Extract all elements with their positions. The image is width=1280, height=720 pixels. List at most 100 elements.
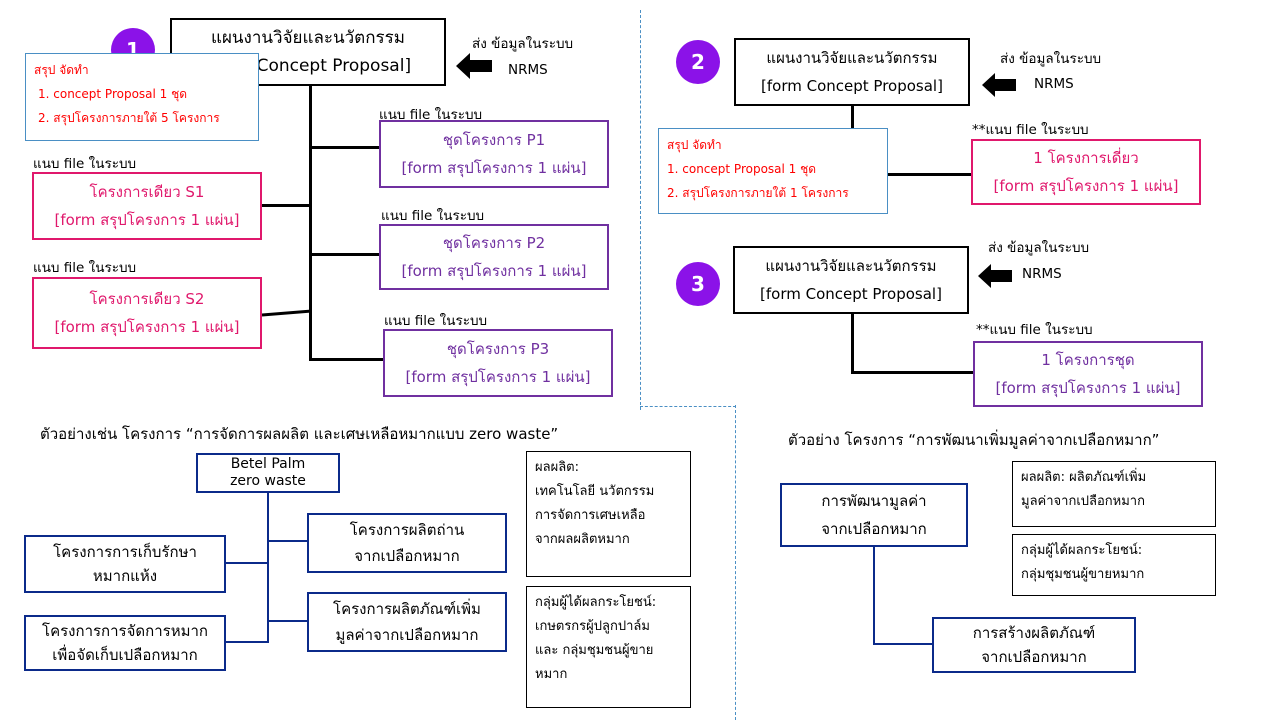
divider-horizontal [640, 406, 736, 407]
connector [267, 540, 307, 542]
nrms-text-1: NRMS [508, 62, 548, 78]
single-project-title: 1 โครงการเดี่ยว [1033, 149, 1139, 167]
main-title: แผนงานวิจัยและนวัตกรรม [211, 28, 405, 48]
connector [262, 309, 312, 317]
nrms-text-3: NRMS [1022, 266, 1062, 282]
beneficiary-line: กลุ่มชุมชนผู้ขายหมาก [1021, 567, 1145, 582]
connector [309, 86, 312, 361]
set-project-box: 1 โครงการชุด [form สรุปโครงการ 1 แผ่น] [973, 341, 1203, 407]
example1-left2-box: โครงการการจัดการหมาก เพื่อจัดเก็บเปลือกห… [24, 615, 226, 671]
attach-label-s2: แนบ file ในระบบ [33, 260, 137, 276]
example2-child-line1: การสร้างผลิตภัณฑ์ [972, 624, 1096, 642]
example1-right1-box: โครงการผลิตถ่าน จากเปลือกหมาก [307, 513, 507, 573]
summary-line-1: 1. concept Proposal 1 ชุด [38, 87, 188, 101]
output-line: ผลผลิต: ผลิตภัณฑ์เพิ่ม [1021, 470, 1147, 485]
connector [267, 493, 269, 643]
left-arrow-icon [978, 264, 1012, 288]
main-plan-box-3: แผนงานวิจัยและนวัตกรรม [form Concept Pro… [733, 246, 969, 314]
divider-vertical-lower [735, 405, 736, 720]
example2-root-line2: จากเปลือกหมาก [821, 520, 927, 538]
example2-child-line2: จากเปลือกหมาก [981, 648, 1087, 666]
connector [309, 253, 379, 256]
project-s1-form: [form สรุปโครงการ 1 แผ่น] [54, 211, 240, 229]
example1-root-box: Betel Palm zero waste [196, 453, 340, 493]
example1-root-line1: Betel Palm [230, 456, 306, 472]
attach-label-p3: แนบ file ในระบบ [384, 313, 488, 329]
summary-line-2: 2. สรุปโครงการภายใต้ 1 โครงการ [667, 186, 849, 200]
project-p3-box: ชุดโครงการ P3 [form สรุปโครงการ 1 แผ่น] [383, 329, 613, 397]
summary-line-2: 2. สรุปโครงการภายใต้ 5 โครงการ [38, 111, 220, 125]
project-s2-form: [form สรุปโครงการ 1 แผ่น] [54, 318, 240, 336]
summary-box-1: สรุป จัดทำ 1. concept Proposal 1 ชุด 2. … [25, 53, 259, 141]
badge-2: 2 [676, 40, 720, 84]
left-arrow-icon [456, 53, 492, 79]
connector [309, 358, 383, 361]
single-project-form: [form สรุปโครงการ 1 แผ่น] [993, 177, 1179, 195]
project-p1-form: [form สรุปโครงการ 1 แผ่น] [401, 159, 587, 177]
project-p1-box: ชุดโครงการ P1 [form สรุปโครงการ 1 แผ่น] [379, 120, 609, 188]
main-plan-box-2: แผนงานวิจัยและนวัตกรรม [form Concept Pro… [734, 38, 970, 106]
nrms-text-2: NRMS [1034, 76, 1074, 92]
project-p2-title: ชุดโครงการ P2 [442, 234, 546, 252]
send-text-2: ส่ง ข้อมูลในระบบ [1000, 51, 1102, 67]
set-project-title: 1 โครงการชุด [1041, 351, 1135, 369]
attach-label-single: **แนบ file ในระบบ [972, 122, 1089, 138]
example1-right2-line2: มูลค่าจากเปลือกหมาก [335, 626, 479, 644]
set-project-form: [form สรุปโครงการ 1 แผ่น] [995, 379, 1181, 397]
output-line: จากผลผลิตหมาก [535, 532, 630, 547]
summary-title: สรุป จัดทำ [667, 138, 722, 152]
project-s2-title: โครงการเดียว S2 [89, 290, 205, 308]
main-title: แผนงานวิจัยและนวัตกรรม [766, 49, 938, 67]
project-p3-title: ชุดโครงการ P3 [446, 340, 550, 358]
main-title: แผนงานวิจัยและนวัตกรรม [765, 257, 937, 275]
connector [851, 173, 971, 176]
attach-label-p1: แนบ file ในระบบ [379, 107, 483, 123]
example1-right1-line2: จากเปลือกหมาก [354, 547, 460, 565]
project-s1-box: โครงการเดียว S1 [form สรุปโครงการ 1 แผ่น… [32, 172, 262, 240]
project-p2-box: ชุดโครงการ P2 [form สรุปโครงการ 1 แผ่น] [379, 224, 609, 290]
left-arrow-icon [982, 73, 1016, 97]
single-project-box: 1 โครงการเดี่ยว [form สรุปโครงการ 1 แผ่น… [971, 139, 1201, 205]
example1-beneficiary-box: กลุ่มผู้ได้ผลกระโยชน์: เกษตรกรผู้ปลูกปาล… [526, 586, 691, 708]
example1-left1-line2: หมากแห้ง [92, 567, 158, 585]
summary-line-1: 1. concept Proposal 1 ชุด [667, 162, 817, 176]
beneficiary-line: กลุ่มผู้ได้ผลกระโยชน์: [1021, 543, 1143, 558]
project-s2-box: โครงการเดียว S2 [form สรุปโครงการ 1 แผ่น… [32, 277, 262, 349]
example1-right2-box: โครงการผลิตภัณฑ์เพิ่ม มูลค่าจากเปลือกหมา… [307, 592, 507, 652]
send-text-1: ส่ง ข้อมูลในระบบ [472, 36, 574, 52]
main-form: [form Concept Proposal] [760, 285, 942, 303]
connector [262, 204, 310, 207]
example2-heading: ตัวอย่าง โครงการ “การพัฒนาเพิ่มมูลค่าจาก… [788, 431, 1160, 449]
connector [225, 562, 268, 564]
example2-beneficiary-box: กลุ่มผู้ได้ผลกระโยชน์: กลุ่มชุมชนผู้ขายห… [1012, 534, 1216, 596]
example1-output-box: ผลผลิต: เทคโนโลยี นวัตกรรม การจัดการเศษเ… [526, 451, 691, 577]
output-line: ผลผลิต: [535, 460, 579, 475]
example2-root-box: การพัฒนามูลค่า จากเปลือกหมาก [780, 483, 968, 547]
example1-right1-line1: โครงการผลิตถ่าน [349, 521, 465, 539]
attach-label-p2: แนบ file ในระบบ [381, 208, 485, 224]
output-line: เทคโนโลยี นวัตกรรม [535, 484, 655, 499]
beneficiary-line: และ กลุ่มชุมชนผู้ขาย [535, 643, 654, 658]
project-s1-title: โครงการเดียว S1 [89, 183, 205, 201]
send-text-3: ส่ง ข้อมูลในระบบ [988, 240, 1090, 256]
connector [873, 547, 875, 645]
project-p3-form: [form สรุปโครงการ 1 แผ่น] [405, 368, 591, 386]
beneficiary-line: หมาก [535, 667, 568, 682]
output-line: มูลค่าจากเปลือกหมาก [1021, 494, 1145, 509]
project-p2-form: [form สรุปโครงการ 1 แผ่น] [401, 262, 587, 280]
example1-right2-line1: โครงการผลิตภัณฑ์เพิ่ม [333, 600, 481, 618]
attach-label-s1: แนบ file ในระบบ [33, 156, 137, 172]
example1-heading: ตัวอย่างเช่น โครงการ “การจัดการผลผลิต แล… [40, 425, 559, 443]
summary-box-2: สรุป จัดทำ 1. concept Proposal 1 ชุด 2. … [658, 128, 888, 214]
main-form: [form Concept Proposal] [761, 77, 943, 95]
example1-left1-box: โครงการการเก็บรักษา หมากแห้ง [24, 535, 226, 593]
divider-vertical [640, 10, 641, 410]
example2-child-box: การสร้างผลิตภัณฑ์ จากเปลือกหมาก [932, 617, 1136, 673]
beneficiary-line: กลุ่มผู้ได้ผลกระโยชน์: [535, 595, 657, 610]
example2-output-box: ผลผลิต: ผลิตภัณฑ์เพิ่ม มูลค่าจากเปลือกหม… [1012, 461, 1216, 527]
connector [851, 314, 854, 373]
connector [225, 641, 268, 643]
example1-left2-line2: เพื่อจัดเก็บเปลือกหมาก [52, 646, 198, 664]
project-p1-title: ชุดโครงการ P1 [442, 131, 546, 149]
example1-left2-line1: โครงการการจัดการหมาก [42, 622, 208, 640]
